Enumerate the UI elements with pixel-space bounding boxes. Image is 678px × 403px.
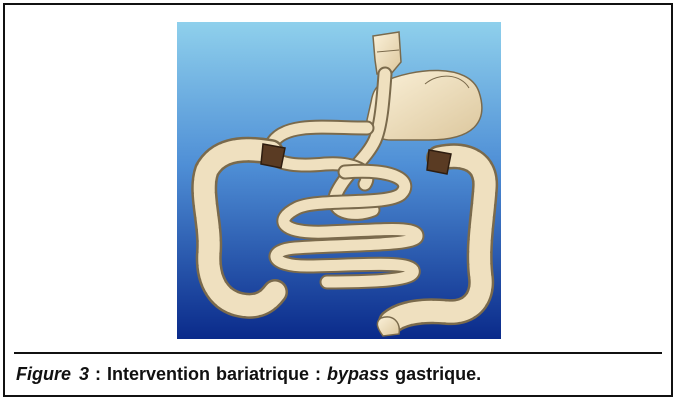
digestive-tract-image bbox=[177, 22, 501, 339]
figure-frame: Figure 3 : Intervention bariatrique : by… bbox=[3, 3, 673, 397]
caption-emphasis: bypass bbox=[327, 364, 389, 384]
caption-divider bbox=[14, 352, 662, 354]
figure-caption: Figure 3 : Intervention bariatrique : by… bbox=[16, 362, 666, 386]
figure-label: Figure 3 bbox=[16, 364, 89, 384]
gastric-bypass-illustration bbox=[177, 22, 501, 339]
caption-text-part1: : Intervention bariatrique : bbox=[89, 364, 327, 384]
rectum bbox=[377, 317, 399, 336]
caption-text-part2: gastrique. bbox=[389, 364, 481, 384]
